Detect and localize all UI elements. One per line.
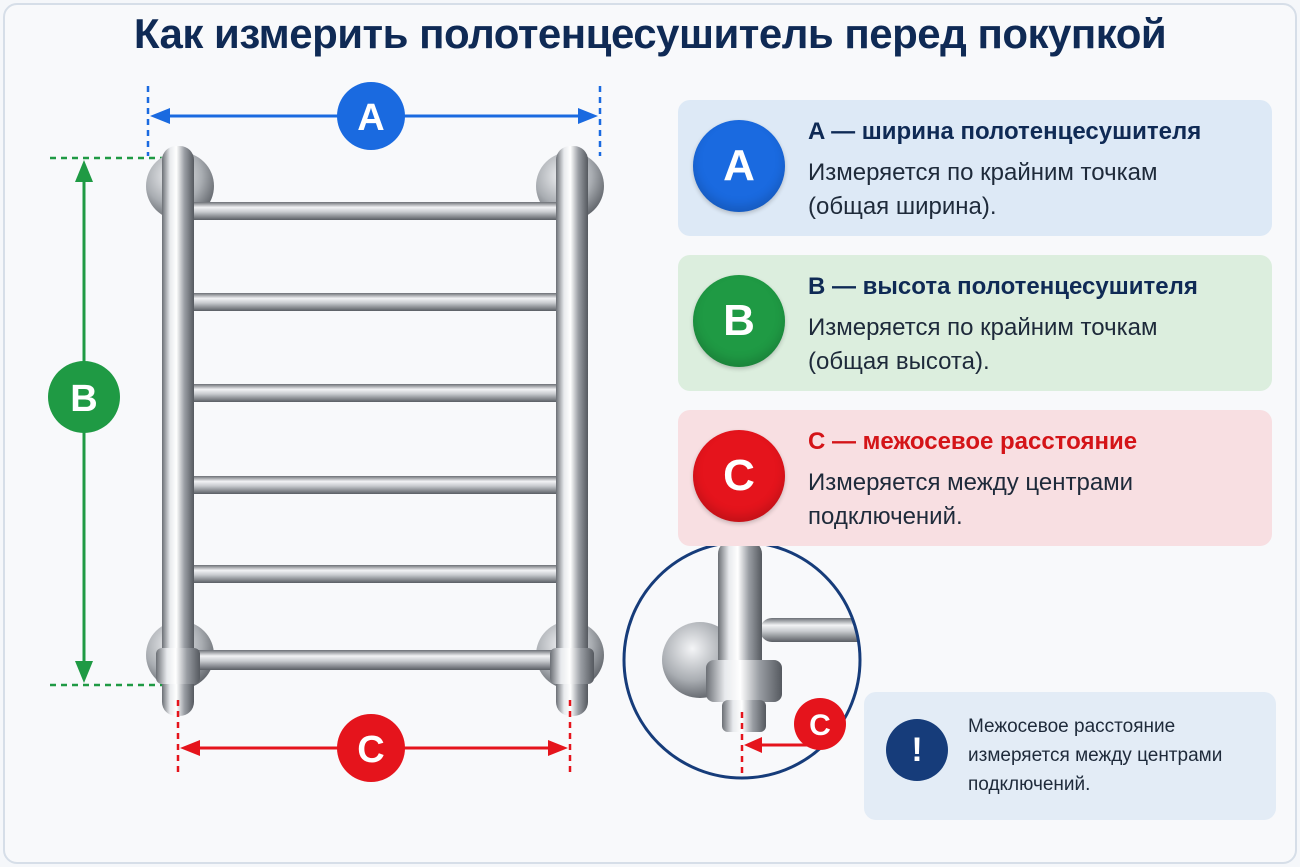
exclamation-icon: ! — [886, 719, 948, 781]
dimension-c: C — [176, 700, 572, 782]
card-desc-a-line2: (общая ширина). — [808, 193, 997, 220]
card-badge-b: B — [693, 275, 785, 367]
card-title-b: B — высота полотенцесушителя — [808, 273, 1198, 300]
card-badge-c: C — [693, 430, 785, 522]
note-line3: подключений. — [968, 774, 1091, 795]
card-desc-c: Измеряется между центрами подключений. — [808, 466, 1258, 534]
note-line1: Межосевое расстояние — [968, 716, 1176, 737]
badge-a-label: A — [357, 97, 384, 139]
note-line2: измеряется между центрами — [968, 745, 1223, 766]
badge-c-zoom-label: C — [809, 709, 831, 742]
badge-b-label: B — [70, 378, 97, 420]
card-title-a: A — ширина полотенцесушителя — [808, 118, 1202, 145]
card-desc-c-line2: подключений. — [808, 503, 963, 530]
card-badge-a: A — [693, 120, 785, 212]
page-title: Как измерить полотенцесушитель перед пок… — [133, 10, 1167, 57]
info-note: ! Межосевое расстояние измеряется между … — [864, 692, 1276, 820]
card-desc-c-line1: Измеряется между центрами — [808, 469, 1134, 496]
card-desc-a: Измеряется по крайним точкам (общая шири… — [808, 156, 1258, 224]
card-center-c: C C — межосевое расстояние Измеряется ме… — [678, 410, 1272, 546]
badge-a — [337, 82, 405, 150]
badge-c-zoom — [794, 698, 846, 750]
note-text: Межосевое расстояние измеряется между це… — [968, 712, 1268, 799]
card-desc-b: Измеряется по крайним точкам (общая высо… — [808, 311, 1258, 379]
badge-c-label: C — [357, 729, 384, 771]
badge-c — [337, 714, 405, 782]
zoom-detail: C — [622, 540, 862, 780]
towel-rail — [146, 146, 604, 716]
card-desc-b-line1: Измеряется по крайним точкам — [808, 314, 1158, 341]
dimension-b: B — [48, 156, 190, 687]
card-width-a: A A — ширина полотенцесушителя Измеряетс… — [678, 100, 1272, 236]
card-height-b: B B — высота полотенцесушителя Измеряетс… — [678, 255, 1272, 391]
card-desc-a-line1: Измеряется по крайним точкам — [808, 159, 1158, 186]
badge-b — [48, 361, 120, 433]
dimension-a: A — [146, 82, 602, 156]
card-title-c: C — межосевое расстояние — [808, 428, 1138, 455]
card-desc-b-line2: (общая высота). — [808, 348, 990, 375]
